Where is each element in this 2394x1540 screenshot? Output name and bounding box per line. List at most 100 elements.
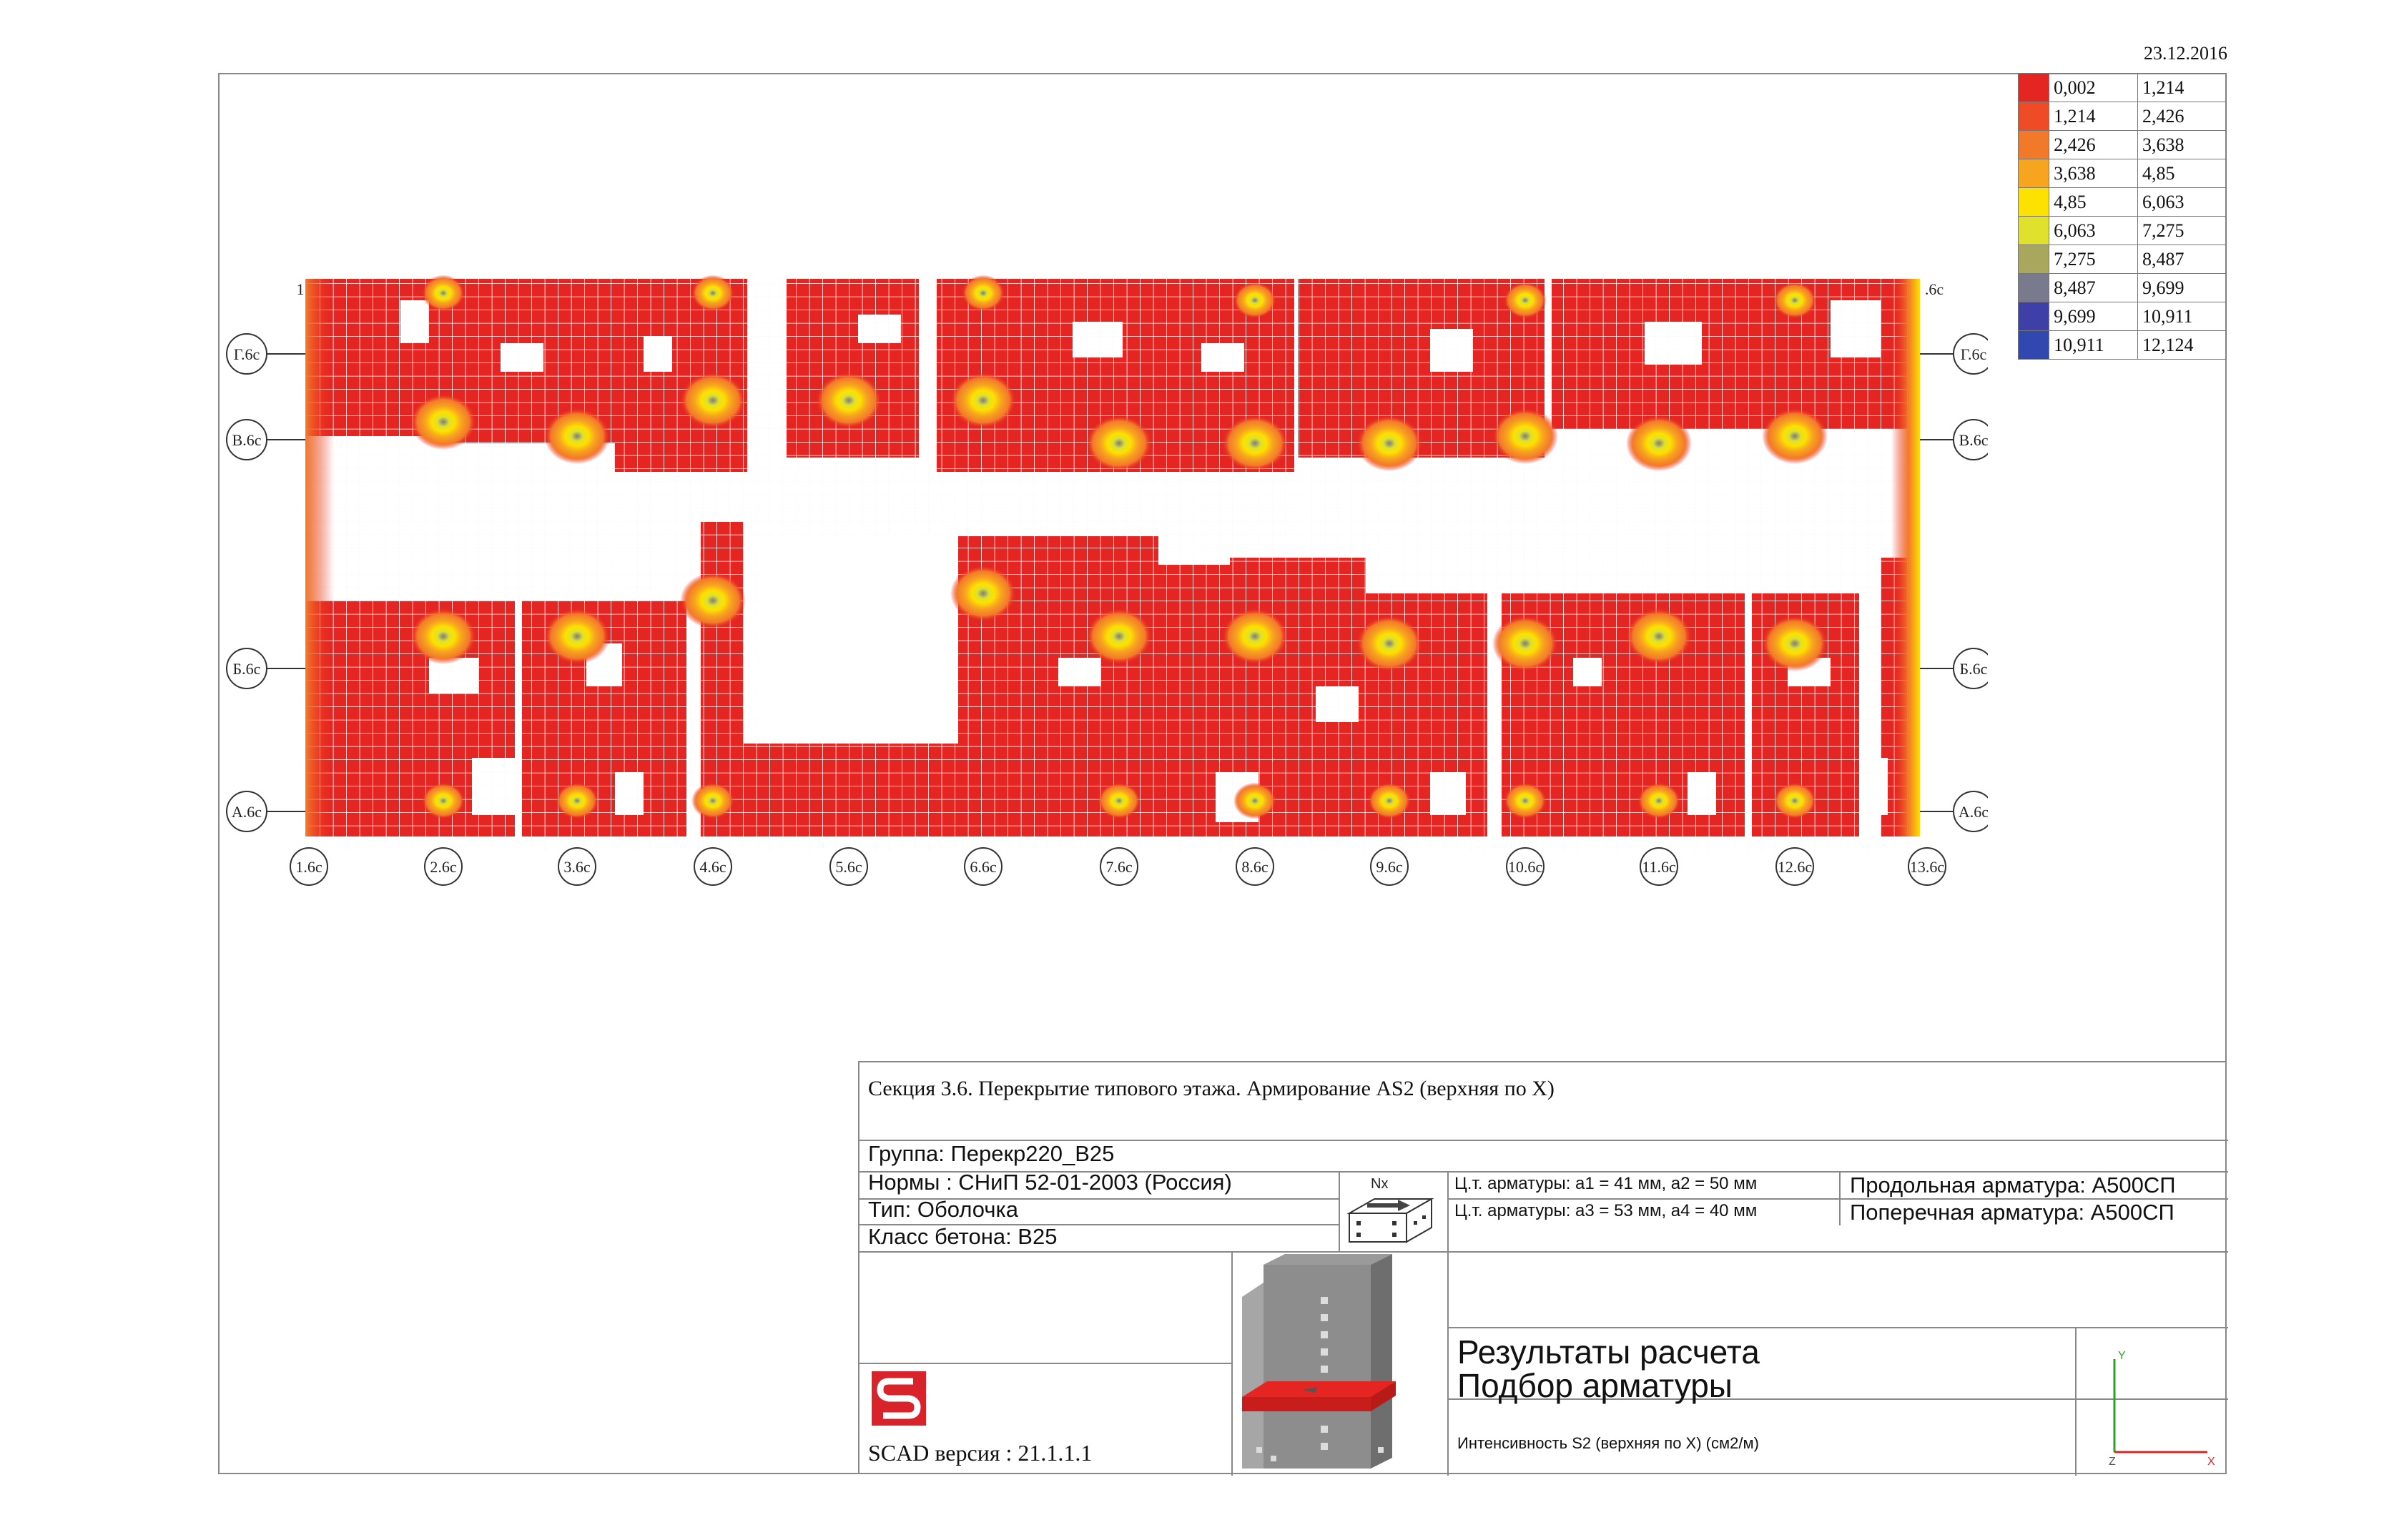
grid-axis-bubble [964, 847, 1003, 886]
grid-axis-bubble [694, 847, 732, 886]
grid-axis-label: В.6с [232, 431, 262, 449]
grid-axis-bubble [829, 847, 868, 886]
grid-axis-label: 8.6с [1241, 858, 1269, 876]
column-hotspot [1222, 415, 1288, 472]
column-hotspot [422, 275, 465, 312]
column-hotspot [1626, 608, 1692, 665]
grid-axis-label: 9.6с [1376, 858, 1403, 876]
grid-axis-label: В.6с [1959, 431, 1988, 449]
norms-label: Нормы : СНиП 52-01-2003 (Россия) [868, 1170, 1232, 1195]
grid-axis-bubble [1908, 847, 1946, 886]
cover-a1-a2: Ц.т. арматуры: a1 = 41 мм, a2 = 50 мм [1454, 1174, 1758, 1193]
grid-axis-label: .6с [1925, 280, 1944, 298]
legend-to: 12,124 [2137, 330, 2227, 360]
group-label: Группа: Перекр220_B25 [868, 1141, 1115, 1166]
grid-axis-label: 6.6с [970, 858, 997, 876]
legend-swatch [2017, 73, 2050, 102]
grid-axis-label: Г.6с [234, 345, 260, 363]
grid-axis-bubble [1100, 847, 1138, 886]
drawing-caption: Секция 3.6. Перекрытие типового этажа. А… [868, 1077, 1555, 1100]
grid-axis-label: 10.6с [1508, 858, 1543, 876]
legend-swatch [2017, 273, 2050, 302]
legend-swatch [2017, 330, 2050, 360]
legend-swatch [2017, 245, 2050, 274]
grid-axis-bubble [1236, 847, 1274, 886]
column-hotspot [1504, 282, 1547, 319]
legend-to: 2,426 [2137, 102, 2227, 131]
legend-from: 4,85 [2049, 187, 2139, 217]
legend-from: 6,063 [2049, 216, 2139, 245]
legend-from: 1,214 [2049, 102, 2139, 131]
column-hotspot [556, 782, 598, 819]
rebar-scheme-icon: Nx [1346, 1176, 1434, 1243]
grid-axis-label: 1 [297, 280, 305, 298]
legend-from: 3,638 [2049, 159, 2139, 188]
grid-axis-label: 3.6с [563, 858, 591, 876]
legend-from: 10,911 [2049, 330, 2139, 360]
building-3d-view [1242, 1254, 1396, 1469]
grid-axis-bubble [1506, 847, 1545, 886]
legend-to: 7,275 [2137, 216, 2227, 245]
column-hotspot [544, 608, 610, 665]
legend-swatch [2017, 302, 2050, 331]
column-hotspot [410, 393, 476, 450]
column-hotspot [1233, 782, 1276, 819]
column-hotspot [1086, 415, 1152, 472]
legend-from: 8,487 [2049, 273, 2139, 302]
grid-axis-label: Б.6с [1960, 660, 1988, 678]
coordinate-axes-icon: Y Z X [2109, 1350, 2215, 1468]
grid-axis-label: 13.6с [1910, 858, 1945, 876]
column-hotspot [1233, 282, 1276, 319]
column-hotspot [1626, 415, 1692, 472]
column-hotspot [422, 782, 465, 819]
grid-axis-label: Г.6с [1961, 345, 1987, 363]
element-type-label: Тип: Оболочка [868, 1197, 1018, 1222]
grid-axis-label: 1.6с [295, 858, 322, 876]
reinforcement-zones [305, 279, 1920, 852]
legend-to: 4,85 [2137, 159, 2227, 188]
grid-axis-bubble [1775, 847, 1814, 886]
column-hotspot [962, 275, 1005, 312]
column-hotspot [691, 782, 734, 819]
column-hotspot [1492, 615, 1558, 672]
legend-from: 0,002 [2049, 73, 2139, 102]
legend-swatch [2017, 102, 2050, 131]
longitudinal-rebar: Продольная арматура: A500СП [1850, 1173, 2176, 1198]
column-hotspot [1356, 415, 1422, 472]
column-hotspot [1637, 782, 1680, 819]
concrete-class-label: Класс бетона: B25 [868, 1224, 1058, 1249]
column-hotspot [1504, 782, 1547, 819]
intensity-label: Интенсивность S2 (верхняя по X) (см2/м) [1457, 1434, 1759, 1452]
grid-axis-bubble [1640, 847, 1678, 886]
legend-to: 8,487 [2137, 245, 2227, 274]
grid-axis-bubble [424, 847, 463, 886]
legend-to: 10,911 [2137, 302, 2227, 331]
cover-a3-a4: Ц.т. арматуры: a3 = 53 мм, a4 = 40 мм [1454, 1201, 1758, 1220]
legend-swatch [2017, 216, 2050, 245]
column-hotspot [816, 372, 882, 429]
grid-axis-label: 4.6с [699, 858, 726, 876]
column-hotspot [950, 372, 1016, 429]
legend-from: 2,426 [2049, 130, 2139, 159]
grid-axis-label: 7.6с [1105, 858, 1133, 876]
svg-text:Nx: Nx [1371, 1176, 1388, 1192]
axis-x-label: X [2207, 1456, 2215, 1468]
grid-axis-bubble [290, 847, 328, 886]
results-title: Результаты расчета [1457, 1333, 1760, 1371]
grid-axis-label: А.6с [1959, 803, 1988, 821]
legend-swatch [2017, 159, 2050, 188]
grid-axis-label: 5.6с [835, 858, 862, 876]
grid-axis-label: 12.6с [1778, 858, 1813, 876]
column-hotspots [410, 275, 1828, 819]
column-hotspot [544, 408, 610, 465]
scad-version: SCAD версия : 21.1.1.1 [868, 1440, 1093, 1466]
column-hotspot [1773, 782, 1816, 819]
